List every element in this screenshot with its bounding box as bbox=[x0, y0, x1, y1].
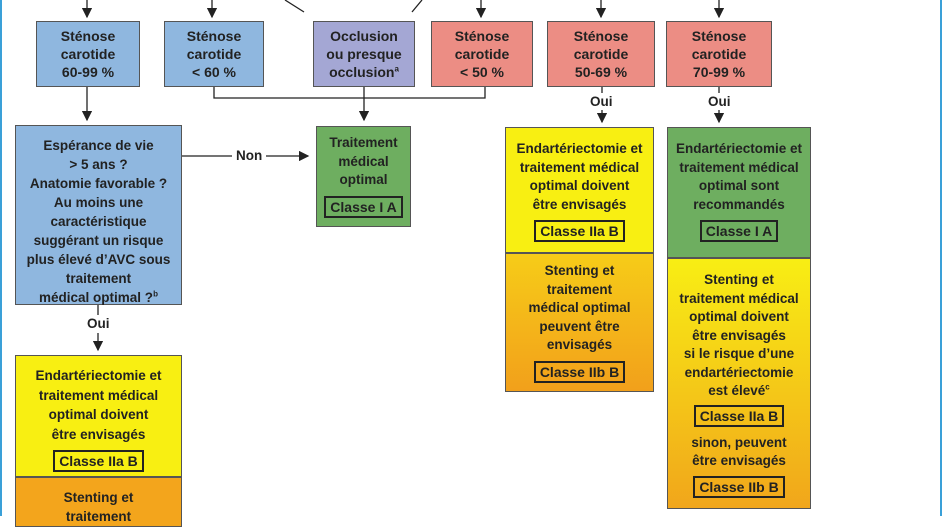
label-non: Non bbox=[236, 148, 263, 163]
box-stenting-right-content: Stenting et traitement médical optimal d… bbox=[679, 271, 798, 401]
box-endart-right-text: Endartériectomie et traitement médical o… bbox=[675, 141, 803, 212]
box-sinon-text: sinon, peuvent être envisagés bbox=[691, 434, 787, 469]
classe-badge-stenting-right: Classe IIa B bbox=[693, 404, 785, 427]
connector-lines bbox=[81, 0, 725, 352]
box-stenting-left: Stenting et traitement bbox=[15, 477, 182, 527]
classe-badge-traitement: Classe I A bbox=[324, 195, 403, 218]
box-endart-mid-text: Endartériectomie et traitement médical o… bbox=[516, 141, 643, 212]
box-stenose-60-99: Sténose carotide 60-99 % bbox=[36, 21, 140, 87]
label-oui-mid: Oui bbox=[590, 94, 613, 109]
box-occlusion: Occlusion ou presque occlusiona bbox=[313, 21, 415, 87]
classe-badge-sinon: Classe IIb B bbox=[693, 475, 785, 498]
classe-badge-endart-left: Classe IIa B bbox=[53, 450, 144, 472]
footnote-a: a bbox=[394, 64, 399, 74]
box-traitement-medical-optimal: Traitement médical optimal Classe I A bbox=[316, 126, 411, 227]
box-endarteriectomie-mid: Endartériectomie et traitement médical o… bbox=[505, 127, 654, 253]
arrow-into-occlusion-left bbox=[284, 0, 305, 13]
box-stenting-mid: Stenting et traitement médical optimal p… bbox=[505, 253, 654, 392]
classe-badge-stenting-mid: Classe IIb B bbox=[533, 360, 626, 383]
box-stenting-right-text: Stenting et traitement médical optimal d… bbox=[679, 272, 799, 398]
box-endart-left-text: Endartériectomie et traitement médical o… bbox=[35, 368, 162, 442]
box-esperance-de-vie: Espérance de vie > 5 ans ? Anatomie favo… bbox=[15, 125, 182, 305]
box-occlusion-text: Occlusion ou presque occlusion bbox=[326, 28, 402, 80]
box-stenose-70-99: Sténose carotide 70-99 % bbox=[666, 21, 772, 87]
box-stenting-mid-text: Stenting et traitement médical optimal p… bbox=[528, 263, 631, 352]
line-merge-lt60-lt50 bbox=[213, 87, 486, 99]
footnote-b: b bbox=[153, 289, 158, 299]
footnote-c: c bbox=[765, 382, 770, 392]
box-esperance-content: Espérance de vie > 5 ans ? Anatomie favo… bbox=[27, 136, 171, 307]
arrow-into-occlusion-right bbox=[411, 0, 423, 13]
box-endarteriectomie-right: Endartériectomie et traitement médical o… bbox=[667, 127, 811, 258]
box-stenose-lt60: Sténose carotide < 60 % bbox=[164, 21, 264, 87]
box-endarteriectomie-left: Endartériectomie et traitement médical o… bbox=[15, 355, 182, 477]
box-stenose-50-69: Sténose carotide 50-69 % bbox=[547, 21, 655, 87]
box-stenose-60-99-text: Sténose carotide 60-99 % bbox=[60, 28, 116, 80]
box-stenose-lt50-text: Sténose carotide < 50 % bbox=[454, 28, 510, 80]
box-stenose-50-69-text: Sténose carotide 50-69 % bbox=[573, 28, 629, 80]
label-oui-right: Oui bbox=[708, 94, 731, 109]
box-stenose-lt60-text: Sténose carotide < 60 % bbox=[186, 28, 242, 80]
label-oui-left: Oui bbox=[87, 316, 110, 331]
box-stenose-lt50: Sténose carotide < 50 % bbox=[431, 21, 533, 87]
box-stenting-right: Stenting et traitement médical optimal d… bbox=[667, 258, 811, 509]
box-stenose-70-99-text: Sténose carotide 70-99 % bbox=[691, 28, 747, 80]
box-stenting-left-text: Stenting et traitement bbox=[63, 490, 134, 524]
box-traitement-text: Traitement médical optimal bbox=[329, 135, 398, 187]
classe-badge-endart-mid: Classe IIa B bbox=[534, 220, 625, 242]
box-occlusion-content: Occlusion ou presque occlusiona bbox=[326, 27, 401, 81]
box-esperance-text: Espérance de vie > 5 ans ? Anatomie favo… bbox=[26, 138, 171, 305]
classe-badge-endart-right: Classe I A bbox=[699, 220, 779, 242]
